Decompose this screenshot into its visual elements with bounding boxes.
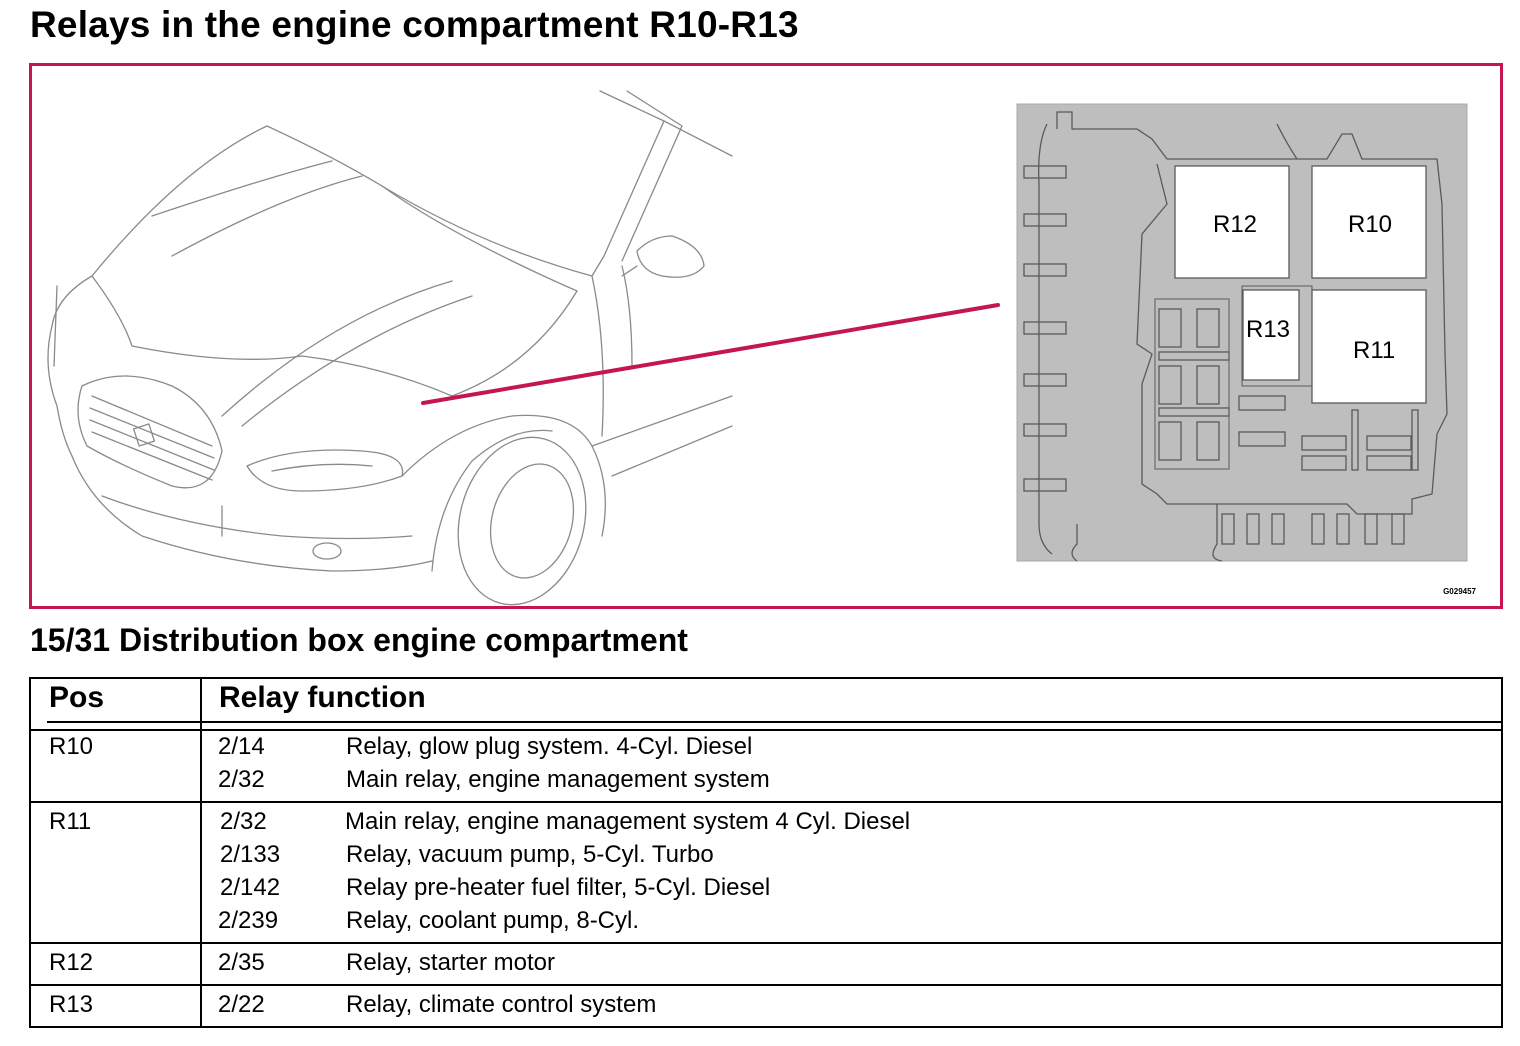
section-title: 15/31 Distribution box engine compartmen… <box>30 622 688 658</box>
engine-compartment-illustration: R12 R10 R13 R11 <box>47 90 1468 606</box>
table-row-code: 2/142 <box>220 874 281 901</box>
relay-table: Pos Relay function R10 2/14 Relay, glow … <box>29 677 1503 1028</box>
relay-r10-label: R10 <box>1348 211 1392 238</box>
relay-r10-slot <box>1311 165 1427 279</box>
figure-frame: R12 R10 R13 R11 G029457 <box>29 63 1503 609</box>
row-rule <box>31 942 1501 944</box>
table-row-code: 2/32 <box>218 766 265 793</box>
relay-r11-slot <box>1311 289 1427 404</box>
page-title: Relays in the engine compartment R10-R13 <box>30 4 799 45</box>
header-relay-function: Relay function <box>219 681 426 714</box>
table-row-desc: Relay, climate control system <box>346 991 657 1018</box>
table-row-code: 2/239 <box>218 907 279 934</box>
table-row-code: 2/133 <box>220 841 281 868</box>
figure-code: G029457 <box>1443 587 1476 596</box>
relay-r12-slot <box>1174 165 1290 279</box>
header-pos: Pos <box>49 681 105 714</box>
table-row-desc: Relay, coolant pump, 8-Cyl. <box>346 907 640 934</box>
relay-r11-label: R11 <box>1353 337 1395 364</box>
column-divider <box>200 679 202 1026</box>
relay-r13-slot <box>1242 289 1300 381</box>
row-pos-r10: R10 <box>49 733 94 760</box>
distribution-box: R12 R10 R13 R11 <box>1016 103 1468 562</box>
table-row-desc: Main relay, engine management system 4 C… <box>345 808 911 835</box>
table-row-code: 2/35 <box>218 949 265 976</box>
row-rule <box>31 984 1501 986</box>
table-row-code: 2/22 <box>218 991 265 1018</box>
row-pos-r11: R11 <box>49 808 92 835</box>
table-row-code: 2/14 <box>218 733 265 760</box>
relay-r13-label: R13 <box>1246 316 1290 343</box>
table-row-desc: Relay, glow plug system. 4-Cyl. Diesel <box>346 733 753 760</box>
table-row-desc: Main relay, engine management system <box>346 766 770 793</box>
table-row-desc: Relay pre-heater fuel filter, 5-Cyl. Die… <box>346 874 771 901</box>
pointer-line <box>421 303 1000 405</box>
header-rule <box>31 729 1501 731</box>
row-rule <box>31 801 1501 803</box>
table-row-desc: Relay, vacuum pump, 5-Cyl. Turbo <box>346 841 714 868</box>
table-row-desc: Relay, starter motor <box>346 949 555 976</box>
header-rule <box>47 721 1501 723</box>
table-row-code: 2/32 <box>220 808 267 835</box>
row-pos-r13: R13 <box>49 991 94 1018</box>
car-drawing <box>47 90 733 606</box>
row-pos-r12: R12 <box>49 949 94 976</box>
relay-r12-label: R12 <box>1213 211 1257 238</box>
